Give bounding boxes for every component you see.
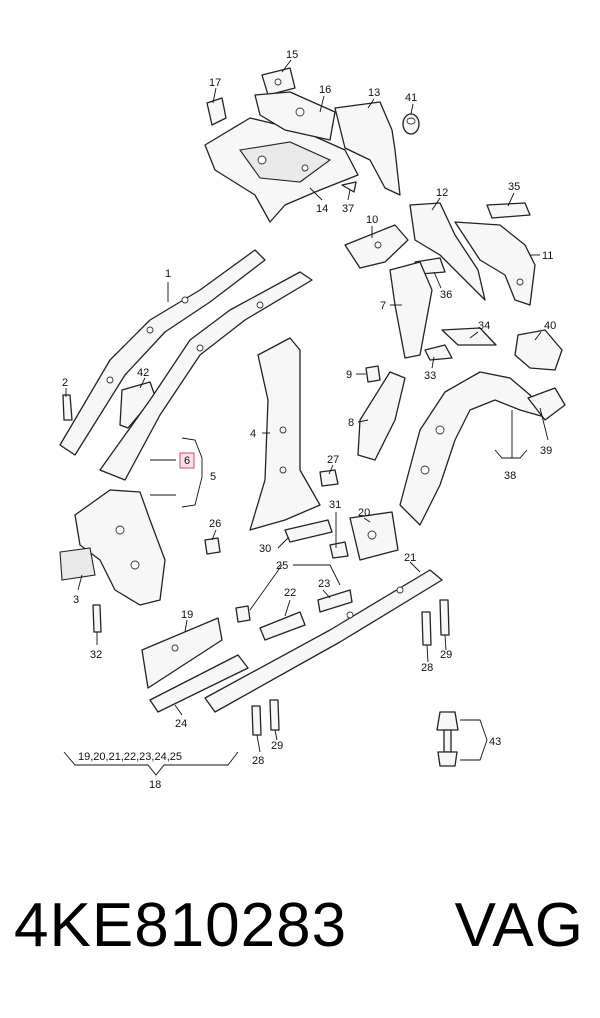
bracket-part-31 bbox=[329, 541, 349, 559]
callout-43: 43 bbox=[489, 736, 501, 748]
exploded-parts-diagram: 15 17 16 13 41 14 37 35 12 11 10 36 7 34… bbox=[59, 49, 566, 791]
clip-part-37 bbox=[341, 181, 357, 193]
callout-41: 41 bbox=[405, 92, 417, 104]
callout-30: 30 bbox=[259, 543, 271, 555]
bracket-part-26 bbox=[204, 537, 221, 555]
callout-24: 24 bbox=[175, 718, 187, 730]
callout-3: 3 bbox=[73, 594, 79, 606]
bracket-part-15 bbox=[261, 67, 296, 96]
roof-rail-part-1 bbox=[59, 249, 266, 456]
callout-2: 2 bbox=[62, 377, 68, 389]
bracket-part-30 bbox=[284, 519, 333, 543]
callout-42: 42 bbox=[137, 367, 149, 379]
callout-33: 33 bbox=[424, 370, 436, 382]
callout-18: 18 bbox=[149, 779, 161, 791]
callout-12: 12 bbox=[436, 187, 448, 199]
callout-26: 26 bbox=[209, 518, 221, 530]
callout-38: 38 bbox=[504, 470, 516, 482]
callout-36: 36 bbox=[440, 289, 452, 301]
callout-25: 25 bbox=[276, 560, 288, 572]
bracket-part-9 bbox=[365, 365, 381, 383]
callout-27: 27 bbox=[327, 454, 339, 466]
panel-part-13 bbox=[334, 101, 401, 196]
callout-leaders bbox=[63, 59, 549, 776]
callout-6-highlight bbox=[179, 452, 195, 469]
callout-29-right: 29 bbox=[440, 649, 452, 661]
callout-13: 13 bbox=[368, 87, 380, 99]
bracket-part-27 bbox=[319, 469, 339, 487]
callout-9: 9 bbox=[346, 369, 352, 381]
sill-strip-part-24 bbox=[149, 654, 249, 713]
callout-20: 20 bbox=[358, 507, 370, 519]
callout-7: 7 bbox=[380, 300, 386, 312]
callout-39: 39 bbox=[540, 445, 552, 457]
sill-inner-part-19 bbox=[141, 617, 223, 689]
brand-label: VAG bbox=[454, 891, 584, 960]
grommet-part-41 bbox=[402, 113, 420, 135]
callout-35: 35 bbox=[508, 181, 520, 193]
callout-1: 1 bbox=[165, 268, 171, 280]
callout-14: 14 bbox=[316, 203, 328, 215]
callout-32: 32 bbox=[90, 649, 102, 661]
callout-8: 8 bbox=[348, 417, 354, 429]
callout-37: 37 bbox=[342, 203, 354, 215]
bracket-part-40 bbox=[514, 329, 563, 371]
bracket-part-20 bbox=[349, 511, 399, 561]
bracket-part-23 bbox=[317, 589, 353, 613]
panel-part-11 bbox=[454, 221, 536, 306]
bracket-part-2 bbox=[62, 394, 73, 421]
callout-21: 21 bbox=[404, 552, 416, 564]
callout-16: 16 bbox=[319, 84, 331, 96]
rear-upper-panel-part-14 bbox=[204, 117, 359, 223]
callout-labels: 15 17 16 13 41 14 37 35 12 11 10 36 7 34… bbox=[62, 49, 556, 791]
bracket-part-29-left bbox=[269, 699, 280, 731]
callout-11: 11 bbox=[542, 250, 553, 262]
bracket-part-39 bbox=[527, 387, 566, 421]
fastener-part-43 bbox=[436, 711, 459, 767]
callout-23: 23 bbox=[318, 578, 330, 590]
callout-40: 40 bbox=[544, 320, 556, 332]
bracket-part-10 bbox=[344, 224, 409, 269]
bracket-part-22 bbox=[259, 611, 306, 641]
a-pillar-lower-part-3 bbox=[59, 489, 166, 606]
inner-panel-part-16 bbox=[254, 91, 336, 141]
callout-29-left: 29 bbox=[271, 740, 283, 752]
callout-15: 15 bbox=[286, 49, 298, 61]
bracket-part-33 bbox=[424, 344, 453, 361]
part-number: 4KE810283 bbox=[14, 891, 348, 960]
callout-6: 6 bbox=[184, 455, 190, 467]
bracket-part-32 bbox=[92, 604, 102, 633]
bracket-part-8 bbox=[357, 371, 406, 461]
pillar-part-7 bbox=[389, 261, 433, 359]
bracket-part-17 bbox=[206, 97, 227, 126]
bracket-part-28-right bbox=[421, 611, 432, 646]
callout-28-left: 28 bbox=[252, 755, 264, 767]
callout-10: 10 bbox=[366, 214, 378, 226]
panel-part-12 bbox=[409, 202, 486, 301]
callout-17: 17 bbox=[209, 77, 221, 89]
callout-19: 19 bbox=[181, 609, 193, 621]
callout-31: 31 bbox=[329, 499, 341, 511]
callout-4: 4 bbox=[250, 428, 256, 440]
wheel-arch-part-38 bbox=[399, 371, 549, 526]
callout-group-18-list: 19,20,21,22,23,24,25 bbox=[78, 751, 182, 763]
callout-22: 22 bbox=[284, 587, 296, 599]
bracket-part-35 bbox=[486, 202, 531, 219]
callout-34: 34 bbox=[478, 320, 490, 332]
b-pillar-part-4 bbox=[249, 337, 321, 531]
sill-outer-part-21 bbox=[204, 569, 443, 713]
callout-28-right: 28 bbox=[421, 662, 433, 674]
bracket-part-29-right bbox=[439, 599, 450, 636]
bracket-part-34 bbox=[441, 327, 497, 346]
bracket-part-28-left bbox=[251, 705, 262, 736]
bracket-part-25 bbox=[235, 605, 251, 623]
callout-5: 5 bbox=[210, 471, 216, 483]
a-pillar-reinforcement-part-6 bbox=[99, 271, 313, 481]
